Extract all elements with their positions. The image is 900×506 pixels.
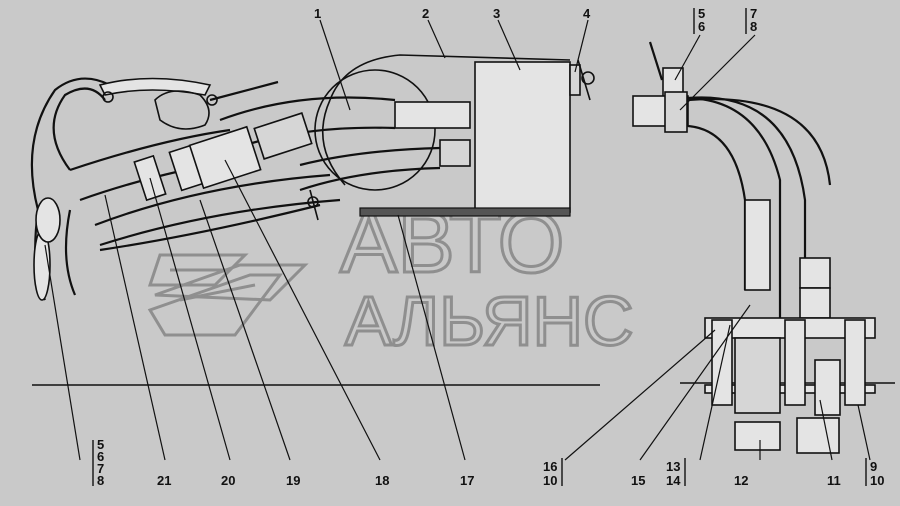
callout-10-a: 10 xyxy=(543,473,557,488)
callout-9: 9 xyxy=(870,459,877,474)
nipple-body xyxy=(799,287,831,319)
leader-lines xyxy=(44,19,871,461)
latch-pin xyxy=(577,59,591,101)
callout-13: 13 xyxy=(666,459,680,474)
callout-7-top: 7 xyxy=(750,6,757,21)
callout-3: 3 xyxy=(493,6,500,21)
callout-labels: 1 2 3 4 5 6 7 8 5 6 7 8 21 20 19 18 17 1… xyxy=(92,6,884,488)
callout-5-top: 5 xyxy=(698,6,705,21)
valve-body xyxy=(154,90,210,130)
latch-ring xyxy=(581,71,595,85)
right-assembly xyxy=(632,41,876,454)
callout-7-left: 7 xyxy=(97,461,104,476)
callout-14: 14 xyxy=(666,473,681,488)
callout-20: 20 xyxy=(221,473,235,488)
callout-11: 11 xyxy=(827,473,841,488)
callout-15: 15 xyxy=(631,473,645,488)
callout-4: 4 xyxy=(583,6,591,21)
vertical-hose-section xyxy=(744,199,771,291)
drain-pipe xyxy=(814,359,841,416)
callout-5-left: 5 xyxy=(97,437,104,452)
bolt-right xyxy=(844,319,866,406)
valve-handle xyxy=(209,80,279,102)
hinge-clamp xyxy=(569,64,581,96)
watermark-line-2: АЛЬЯНС xyxy=(345,282,634,360)
callout-16: 16 xyxy=(543,459,557,474)
left-bend xyxy=(30,77,111,301)
plug-12 xyxy=(734,421,781,451)
lower-coil xyxy=(734,337,781,414)
callout-18: 18 xyxy=(375,473,389,488)
valve-knob-2 xyxy=(206,94,218,106)
callout-6-left: 6 xyxy=(97,449,104,464)
callout-8-left: 8 xyxy=(97,473,104,488)
hook xyxy=(307,189,319,221)
callout-19: 19 xyxy=(286,473,300,488)
valve-knob-1 xyxy=(102,91,114,103)
top-valves xyxy=(98,77,279,130)
hose-couplings xyxy=(133,112,313,202)
valve-18 xyxy=(188,125,262,190)
callout-6-top: 6 xyxy=(698,19,705,34)
hose-end-fitting-1 xyxy=(394,101,471,129)
callout-17: 17 xyxy=(460,473,474,488)
hose-clamp xyxy=(253,112,313,160)
bolt-mid xyxy=(784,319,806,406)
mount-bracket xyxy=(648,41,664,81)
reel-housing xyxy=(314,54,595,217)
plug-11 xyxy=(796,417,840,454)
callout-2: 2 xyxy=(422,6,429,21)
housing-box xyxy=(474,61,571,213)
base-plate xyxy=(359,207,571,217)
callout-8-top: 8 xyxy=(750,19,757,34)
hose-end-fitting-2 xyxy=(439,139,471,167)
callout-10-b: 10 xyxy=(870,473,884,488)
upper-hose xyxy=(219,96,471,192)
left-coupling xyxy=(35,197,61,243)
top-clamp-block xyxy=(664,91,688,133)
callout-12: 12 xyxy=(734,473,748,488)
watermark: АВТО АЛЬЯНС xyxy=(147,194,635,362)
callout-21: 21 xyxy=(157,473,171,488)
callout-1: 1 xyxy=(314,6,321,21)
upper-nipple xyxy=(799,257,831,289)
watermark-logo xyxy=(147,253,309,337)
